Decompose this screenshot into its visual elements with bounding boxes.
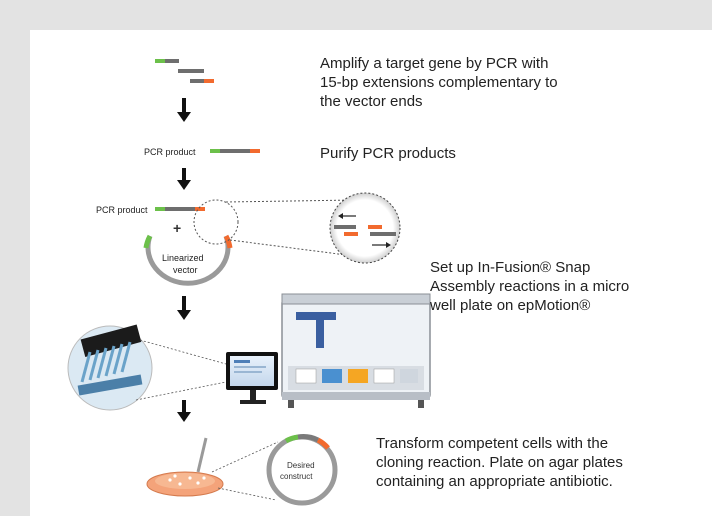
down-arrow-icon [177, 168, 191, 190]
step1-text: Amplify a target gene by PCR with 15-bp … [320, 55, 558, 110]
step2-text: Purify PCR products [320, 145, 456, 162]
linearized-vector-icon [143, 234, 233, 286]
figure-panel: PCR product PCR product + Linearized vec… [30, 30, 712, 516]
plus-sign: + [173, 220, 181, 236]
down-arrow-icon [177, 296, 191, 320]
pcr-insert-icon [155, 207, 205, 211]
desired-label-line1: Desired [287, 461, 315, 470]
step3-text: Set up In-Fusion® Snap Assembly reaction… [430, 259, 630, 314]
linearized-label-line2: vector [173, 265, 198, 275]
down-arrow-icon [177, 400, 191, 422]
desired-label-line2: construct [280, 472, 313, 481]
pcr-product-label: PCR product [144, 147, 196, 157]
pipette-icon [67, 324, 227, 411]
monitor-icon [226, 352, 278, 404]
step4-text: Transform competent cells with the cloni… [376, 435, 623, 490]
petri-dish-icon [146, 437, 279, 501]
pcr-product-label: PCR product [96, 205, 148, 215]
workflow-diagram: PCR product PCR product + Linearized vec… [67, 59, 431, 506]
robot-icon [281, 293, 431, 408]
pcr-amplification-icon [155, 59, 214, 83]
junction-zoom-callout [193, 192, 401, 264]
pcr-product-icon [210, 149, 260, 153]
down-arrow-icon [177, 98, 191, 122]
linearized-label-line1: Linearized [162, 253, 204, 263]
desired-construct-icon [266, 434, 338, 506]
